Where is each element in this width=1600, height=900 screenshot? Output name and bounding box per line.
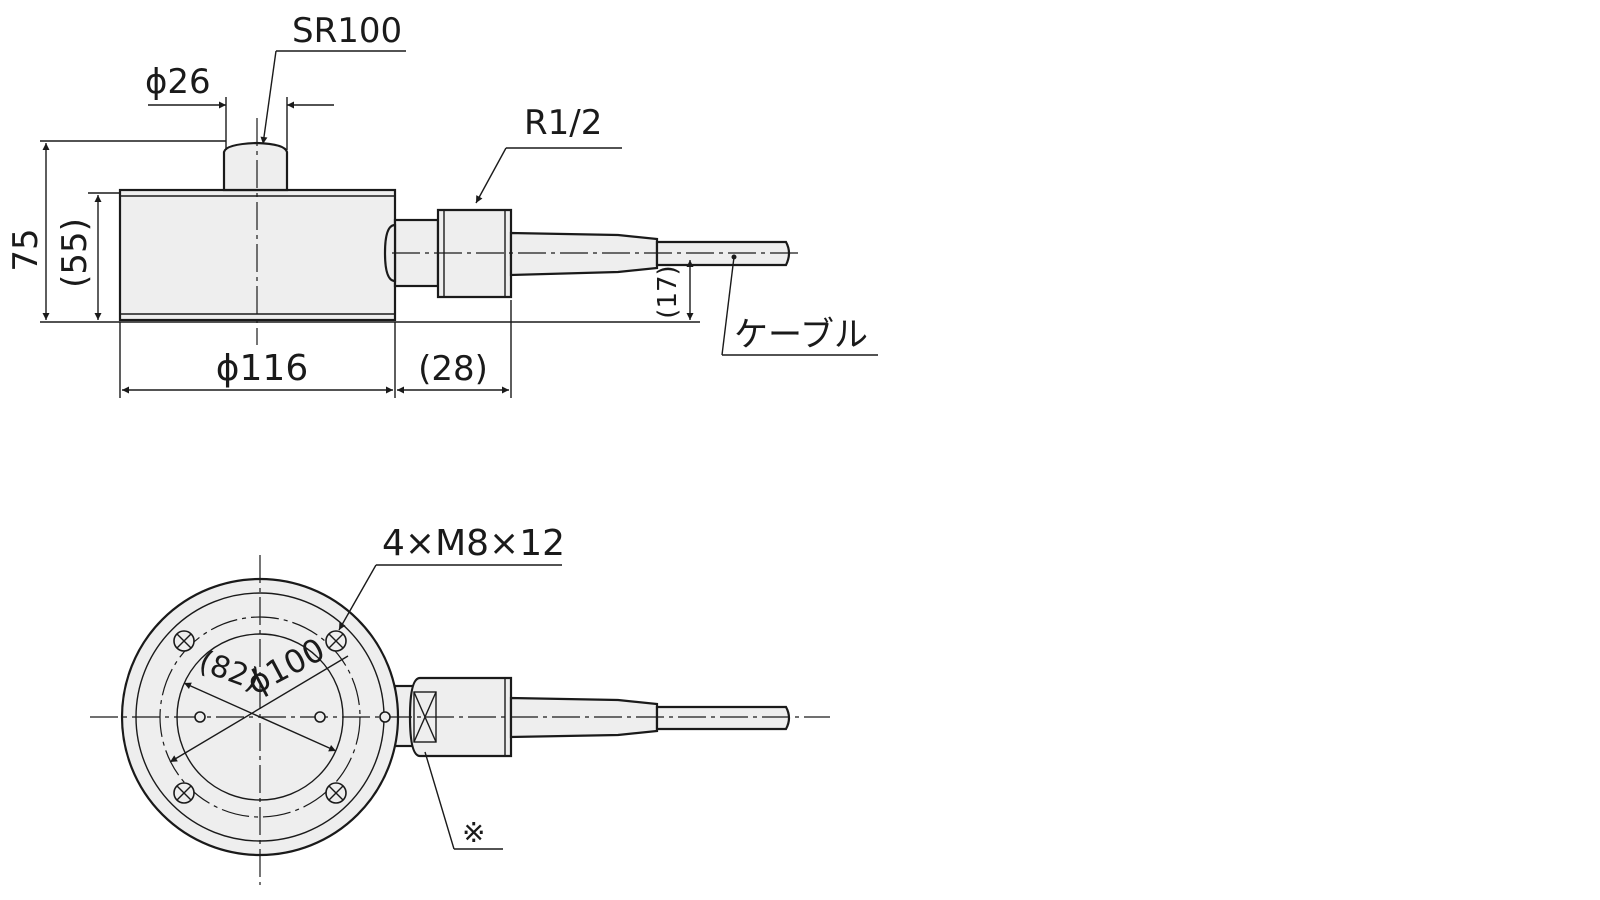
phi26-label: ϕ26 [145, 62, 211, 102]
r12-label: R1/2 [524, 103, 602, 143]
cable-top [655, 705, 791, 731]
mounting-hole [173, 782, 195, 804]
small-hole [314, 711, 326, 723]
height-55-label: (55) [55, 218, 95, 288]
note-mark-label: ※ [462, 816, 485, 849]
phi100-arrow [169, 655, 349, 763]
small-hole [379, 711, 391, 723]
height-17-label: (17) [653, 265, 683, 318]
mounting-hole [325, 782, 347, 804]
connector-nut [436, 208, 513, 299]
holes-label: 4×M8×12 [382, 523, 565, 564]
load-button-side [222, 141, 289, 192]
sr100-label: SR100 [292, 11, 402, 51]
height-75-label: 75 [6, 228, 46, 271]
small-hole [194, 711, 206, 723]
side-view: 75 (55) ϕ26 SR100 R1/2 (17) ケーブル ϕ116 [6, 11, 878, 398]
mounting-hole [325, 630, 347, 652]
top-view: (82) ϕ100 4×M8×12 ※ [90, 523, 830, 885]
len28-label: (28) [418, 349, 488, 389]
mounting-hole [173, 630, 195, 652]
cable-label: ケーブル [734, 315, 868, 355]
cable-boot-top [509, 696, 659, 739]
cable-boot [509, 231, 659, 277]
dia82-arrow [183, 682, 337, 752]
phi116-label: ϕ116 [216, 348, 308, 389]
